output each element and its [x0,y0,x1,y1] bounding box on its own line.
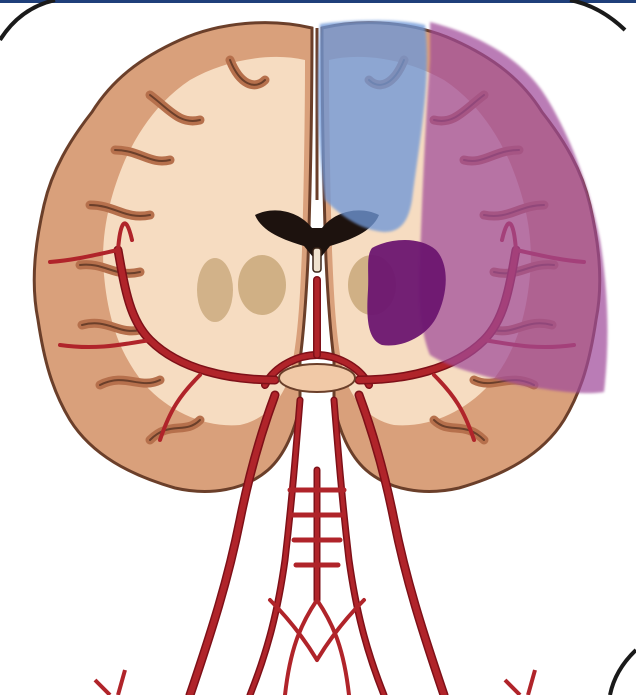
bottom-right-ornament [505,670,535,695]
mca-territory-overlay [419,22,607,393]
corner-arc-bottom-right [610,650,636,695]
lower-branches [270,600,364,695]
bottom-left-ornament [95,670,125,695]
corner-arc-top-right [570,0,625,30]
left-putamen [197,258,233,322]
corner-arc-top-left [0,0,55,40]
aca-territory-overlay [318,20,427,232]
third-ventricle [313,248,321,272]
brainstem [279,364,355,392]
left-basal-ganglia [238,255,286,315]
